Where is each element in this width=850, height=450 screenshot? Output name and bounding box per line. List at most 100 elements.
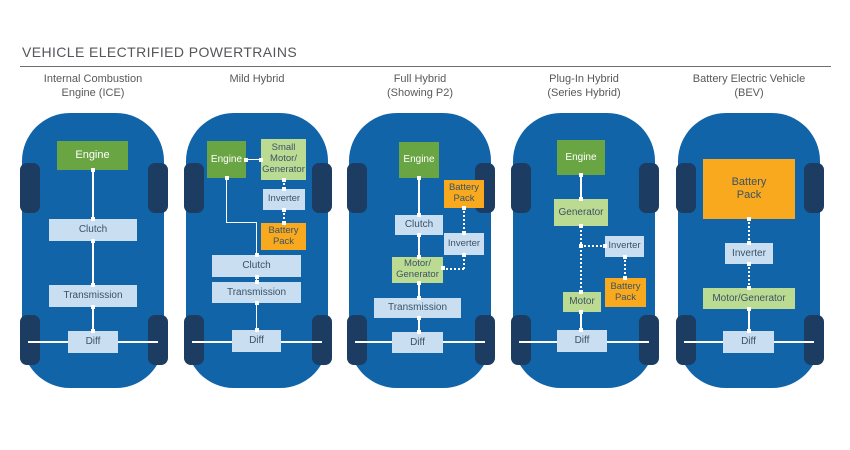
vehicle-header-line1: Battery Electric Vehicle [692,73,806,85]
connector-node [91,329,95,333]
wheel-front-right [639,163,659,213]
wheel-rear-right [475,315,495,365]
connector-node [254,328,259,332]
wheel-front-left [347,163,367,213]
component-battery-pack: Battery Pack [261,223,306,250]
connector-node [281,221,286,225]
component-diff: Diff [723,331,774,353]
vehicle-header-line1: Full Hybrid [393,73,447,85]
wheel-front-right [312,163,332,213]
connector-node [579,224,583,228]
connector-solid [255,221,258,255]
vehicle-header: Plug-In Hybrid (Series Hybrid) [493,72,675,100]
component-transmission: Transmission [49,285,137,307]
component-clutch: Clutch [212,255,301,277]
connector-node [91,168,95,172]
component-motor-generator: Motor/ Generator [392,257,443,283]
connector-solid [255,277,258,282]
vehicle-header-line2: (Showing P2) [386,87,454,99]
component-battery-pack: Battery Pack [444,180,484,208]
connector-node [224,176,229,180]
vehicle-bev: Battery Electric Vehicle (BEV) Battery P… [666,70,832,405]
connector-dotted [463,208,465,233]
wheel-rear-right [148,315,168,365]
component-inverter: Inverter [444,233,484,255]
connector-dotted [282,180,285,189]
component-diff: Diff [392,332,443,353]
vehicle-header-line1: Internal Combustion [43,73,143,85]
connector-node [254,275,259,279]
connector-node [281,178,286,182]
wheel-front-left [20,163,40,213]
wheel-front-left [184,163,204,213]
connector-node [579,328,583,332]
vehicle-header: Mild Hybrid [166,72,348,86]
component-inverter: Inverter [725,243,773,264]
connector-solid [580,175,582,199]
connector-solid [418,178,420,215]
component-small-motor-generator: Small Motor/ Generator [261,139,306,180]
connector-node [417,233,421,237]
component-generator: Generator [554,199,608,226]
connector-node [254,253,259,257]
connector-node [259,157,263,162]
connector-node [417,281,421,285]
wheel-front-right [804,163,824,213]
connector-node [244,157,248,162]
connector-dotted [443,268,464,270]
connector-node [579,173,583,177]
connector-solid [580,312,582,330]
wheel-rear-left [676,315,696,365]
connector-node [417,213,421,217]
connector-node [91,239,95,243]
component-transmission: Transmission [212,282,301,303]
connector-node [747,262,751,266]
component-diff: Diff [557,330,607,352]
connector-node [417,176,421,180]
connector-dotted [463,255,465,269]
wheel-rear-right [639,315,659,365]
vehicle-ice: Internal Combustion Engine (ICE) Engine … [10,70,176,405]
connector-node [254,280,259,284]
connector-node [417,255,421,259]
connector-solid [418,235,420,257]
connector-node [603,244,607,248]
vehicle-header-line1: Plug-In Hybrid [549,73,619,85]
component-diff: Diff [232,330,281,352]
connector-node [462,253,466,257]
wheel-front-right [148,163,168,213]
page-title: VEHICLE ELECTRIFIED POWERTRAINS [22,44,298,60]
connector-node [91,217,95,221]
connector-solid [418,318,420,332]
component-transmission: Transmission [374,298,461,318]
vehicle-mild-hybrid: Mild Hybrid Engine Small Motor/ Generato… [174,70,340,405]
wheel-rear-right [312,315,332,365]
connector-solid [748,309,750,331]
wheel-rear-left [511,315,531,365]
connector-dotted [581,245,605,247]
connector-solid [92,170,94,219]
connector-dotted [748,264,750,288]
wheel-rear-left [20,315,40,365]
vehicle-header: Internal Combustion Engine (ICE) [2,72,184,100]
connector-node [747,217,751,221]
connector-solid [225,178,228,223]
connector-node [417,330,421,334]
vehicle-plug-in-hybrid: Plug-In Hybrid (Series Hybrid) Engine Ge… [501,70,667,405]
component-inverter: Inverter [263,189,305,210]
connector-node [622,255,627,259]
connector-node [91,305,95,309]
connector-solid [418,283,420,298]
component-engine: Engine [557,140,605,175]
component-diff: Diff [68,331,118,353]
connector-dotted [748,219,750,243]
component-motor: Motor [563,292,601,312]
title-divider [20,66,831,67]
vehicle-header: Full Hybrid (Showing P2) [329,72,511,100]
vehicle-header-line2: (BEV) [734,87,764,99]
connector-solid [92,241,94,285]
component-battery-pack: Battery Pack [703,159,795,219]
connector-node [281,187,286,191]
connector-solid [246,158,261,161]
connector-node [462,231,466,235]
